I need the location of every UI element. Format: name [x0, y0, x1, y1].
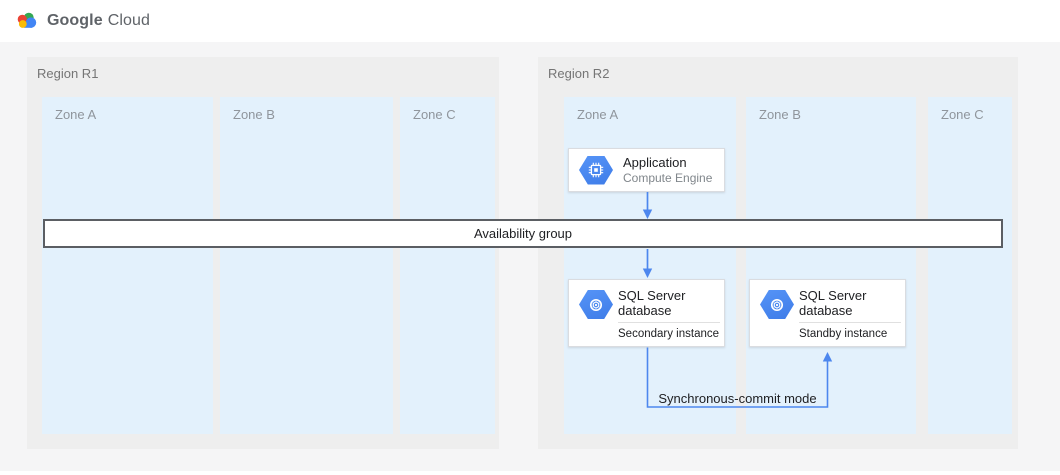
cloud-sql-icon — [760, 290, 794, 319]
region-r1-zone-a: Zone A — [42, 97, 213, 434]
region-r2-zone-b: Zone B — [746, 97, 916, 434]
logo-text-cloud: Cloud — [107, 11, 151, 29]
application-title: Application — [623, 154, 687, 170]
availability-group-label: Availability group — [473, 226, 573, 241]
zone-label: Zone B — [233, 107, 275, 122]
google-cloud-logo-text: Google Cloud — [47, 12, 150, 30]
zone-label: Zone C — [941, 107, 984, 122]
zone-label: Zone B — [759, 107, 801, 122]
compute-engine-icon — [579, 155, 613, 185]
node-application: Application Compute Engine — [568, 148, 725, 192]
region-r2-label: Region R2 — [548, 66, 610, 81]
node-sql-secondary: SQL Server database Secondary instance — [568, 279, 725, 347]
sql-secondary-title: SQL Server database — [618, 288, 686, 318]
region-r1-label: Region R1 — [37, 66, 99, 81]
zone-label: Zone C — [413, 107, 456, 122]
region-r1-zone-b: Zone B — [220, 97, 393, 434]
sql-secondary-instance-label: Secondary instance — [618, 328, 720, 340]
node-sql-standby: SQL Server database Standby instance — [749, 279, 906, 347]
zone-label: Zone A — [55, 107, 97, 122]
logo-text-google: Google — [47, 11, 103, 29]
region-r1: Region R1 Zone A Zone B Zone C — [27, 57, 499, 449]
sql-standby-instance-label: Standby instance — [799, 328, 888, 340]
region-r2-zone-c: Zone C — [928, 97, 1012, 434]
divider — [799, 322, 901, 323]
sql-standby-title: SQL Server database — [799, 288, 867, 318]
cloud-sql-icon — [579, 290, 613, 319]
divider — [618, 322, 720, 323]
sync-commit-label: Synchronous-commit mode — [658, 391, 817, 406]
region-r1-zone-c: Zone C — [400, 97, 495, 434]
application-subtitle: Compute Engine — [623, 170, 713, 185]
zone-label: Zone A — [577, 107, 619, 122]
google-cloud-logo: Google Cloud — [14, 10, 150, 31]
availability-group-bar: Availability group — [43, 219, 1003, 248]
google-cloud-logo-icon — [17, 12, 37, 28]
